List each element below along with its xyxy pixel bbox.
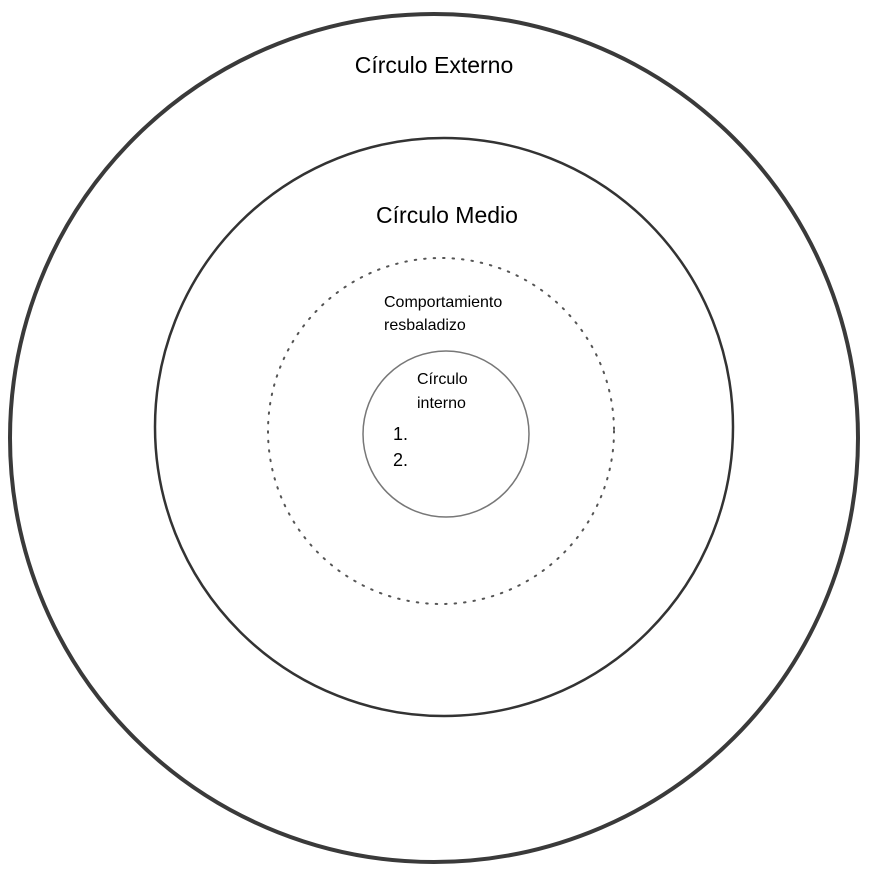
inner-circle-item-2: 2. [393,450,408,470]
inner-circle-label-line1: Círculo [417,371,468,388]
middle-circle-label: Círculo Medio [376,202,518,228]
outer-circle-label: Círculo Externo [355,52,514,78]
inner-circle-item-1: 1. [393,424,408,444]
middle-circle [153,136,735,718]
outer-circle [8,12,860,864]
slippery-behavior-ring [267,257,615,605]
inner-circle [362,350,530,518]
slippery-behavior-label-line1: Comportamiento [384,294,502,311]
inner-circle-label-line2: interno [417,395,466,412]
slippery-behavior-label-line2: resbaladizo [384,317,466,334]
